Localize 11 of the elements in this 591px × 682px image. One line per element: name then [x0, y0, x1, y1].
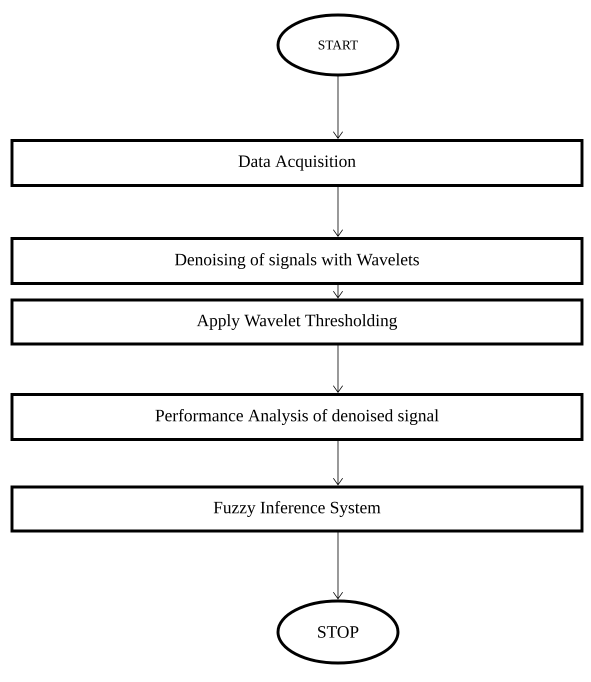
arrow [332, 345, 344, 394]
arrow [332, 284, 344, 299]
process-box: Data Acquisition [10, 139, 584, 187]
process-box: Performance Analysis of denoised signal [10, 393, 584, 441]
arrow [332, 76, 344, 140]
arrow [332, 440, 344, 486]
arrow [332, 532, 344, 600]
process-box: Denoising of signals with Wavelets [10, 237, 584, 285]
arrow [332, 186, 344, 238]
process-box: Apply Wavelet Thresholding [10, 298, 584, 346]
process-box: Fuzzy Inference System [10, 486, 584, 532]
